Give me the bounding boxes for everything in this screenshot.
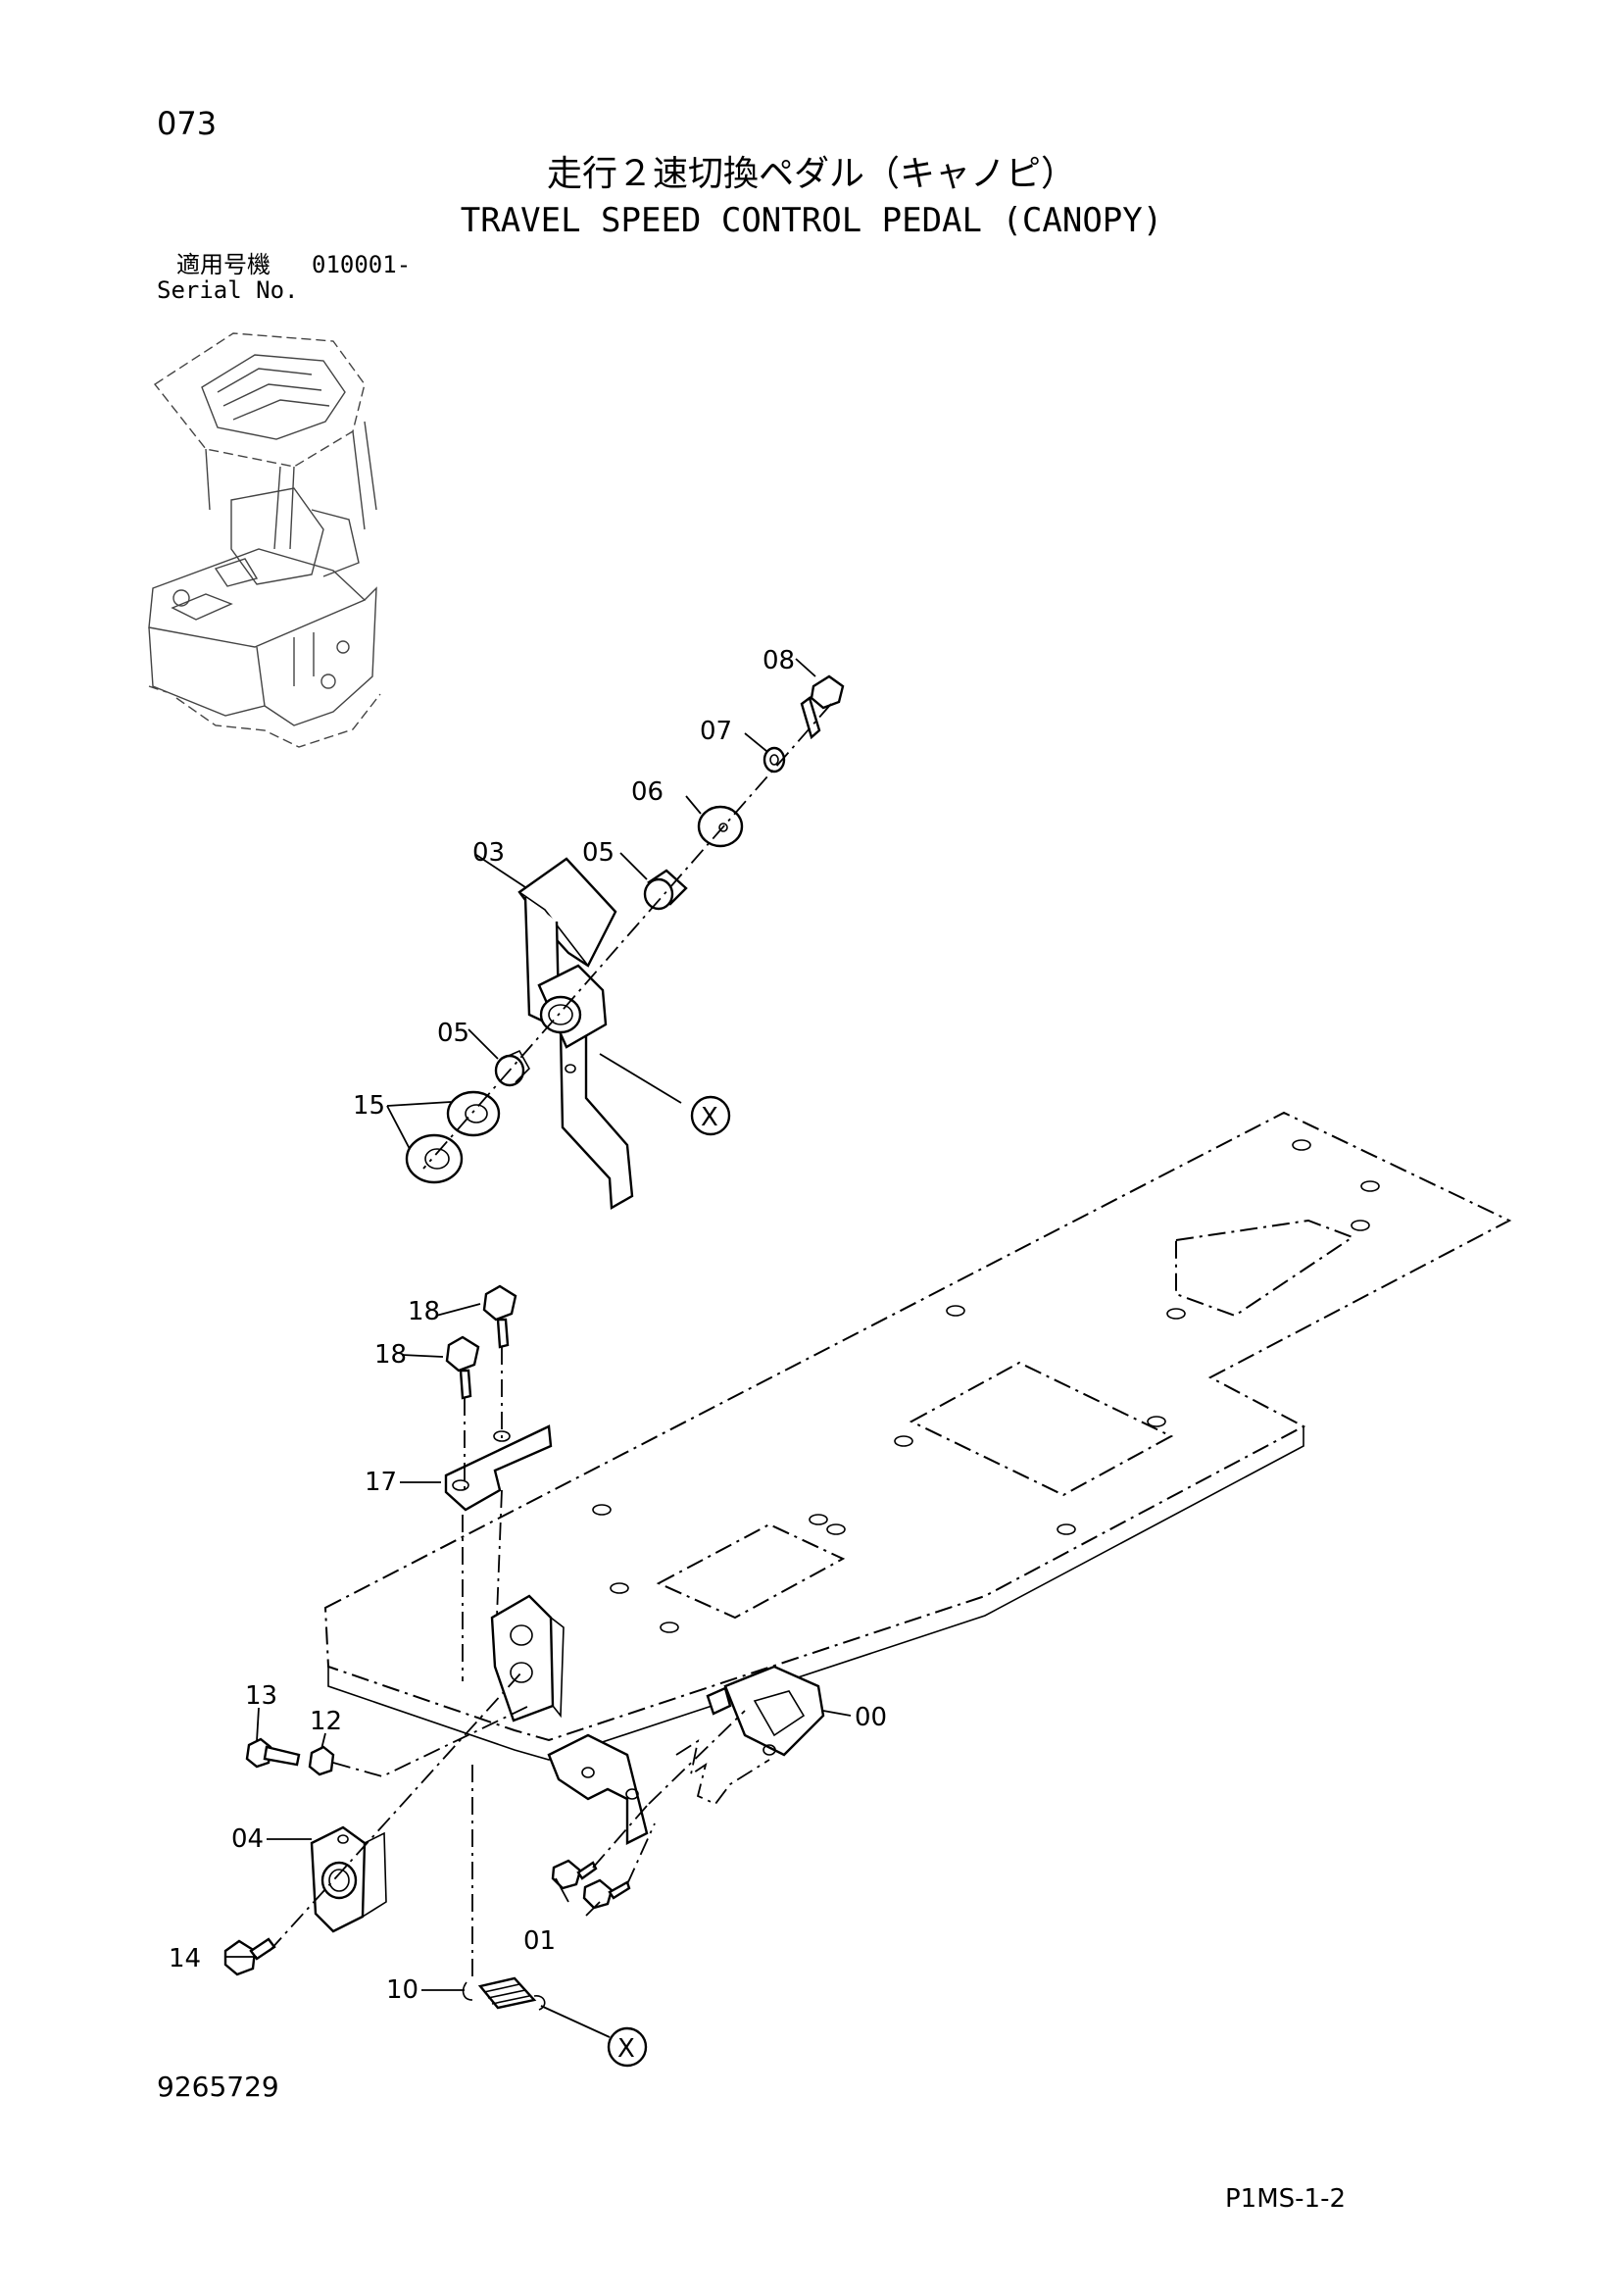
callout-10: 10 xyxy=(386,1975,418,2005)
speed-switch xyxy=(547,1665,852,1910)
return-spring xyxy=(462,1765,611,2038)
plate-holes xyxy=(592,1139,1380,1633)
figure-code: P1MS-1-2 xyxy=(1225,2184,1347,2214)
document-number: 9265729 xyxy=(157,2071,279,2103)
callout-12: 12 xyxy=(310,1707,342,1736)
reference-mark-lower: X xyxy=(607,2026,648,2068)
serial-number-value: 010001- xyxy=(312,251,412,278)
callout-05-lower: 05 xyxy=(437,1019,469,1048)
callout-labels: 08 07 06 03 05 05 15 18 18 17 13 12 04 1… xyxy=(169,646,887,2005)
callout-leaders xyxy=(225,658,816,1991)
reference-mark-label: X xyxy=(617,2034,635,2064)
callout-08: 08 xyxy=(762,646,795,675)
machine-location-sketch xyxy=(148,332,381,748)
callout-07: 07 xyxy=(700,717,732,746)
title-japanese: 走行２速切換ペダル（キャノピ） xyxy=(546,154,1076,194)
serial-label-japanese: 適用号機 xyxy=(176,251,270,278)
pedal-hardware xyxy=(405,674,845,1184)
pedal-mount-bracket xyxy=(490,1594,565,1722)
callout-00: 00 xyxy=(855,1703,887,1732)
callout-18-lower: 18 xyxy=(374,1340,407,1370)
title-english: TRAVEL SPEED CONTROL PEDAL (CANOPY) xyxy=(460,201,1163,240)
floor-plate xyxy=(323,1111,1512,1761)
serial-label-english: Serial No. xyxy=(157,276,299,304)
callout-04: 04 xyxy=(231,1824,264,1854)
callout-17: 17 xyxy=(365,1468,397,1497)
callout-06: 06 xyxy=(631,777,664,807)
page-number: 073 xyxy=(157,105,218,142)
callout-15: 15 xyxy=(353,1091,385,1121)
callout-14: 14 xyxy=(169,1944,201,1973)
callout-18-upper: 18 xyxy=(408,1297,440,1326)
reference-mark-upper: X xyxy=(690,1095,731,1136)
callout-01: 01 xyxy=(523,1926,556,1956)
pivot-pin-and-bolts xyxy=(223,1672,530,1976)
stopper-bracket xyxy=(444,1284,553,1681)
callout-13: 13 xyxy=(245,1681,277,1711)
reference-mark-label: X xyxy=(701,1103,718,1132)
travel-speed-pedal xyxy=(517,857,682,1210)
callout-05-upper: 05 xyxy=(582,838,615,868)
callout-03: 03 xyxy=(472,838,505,868)
